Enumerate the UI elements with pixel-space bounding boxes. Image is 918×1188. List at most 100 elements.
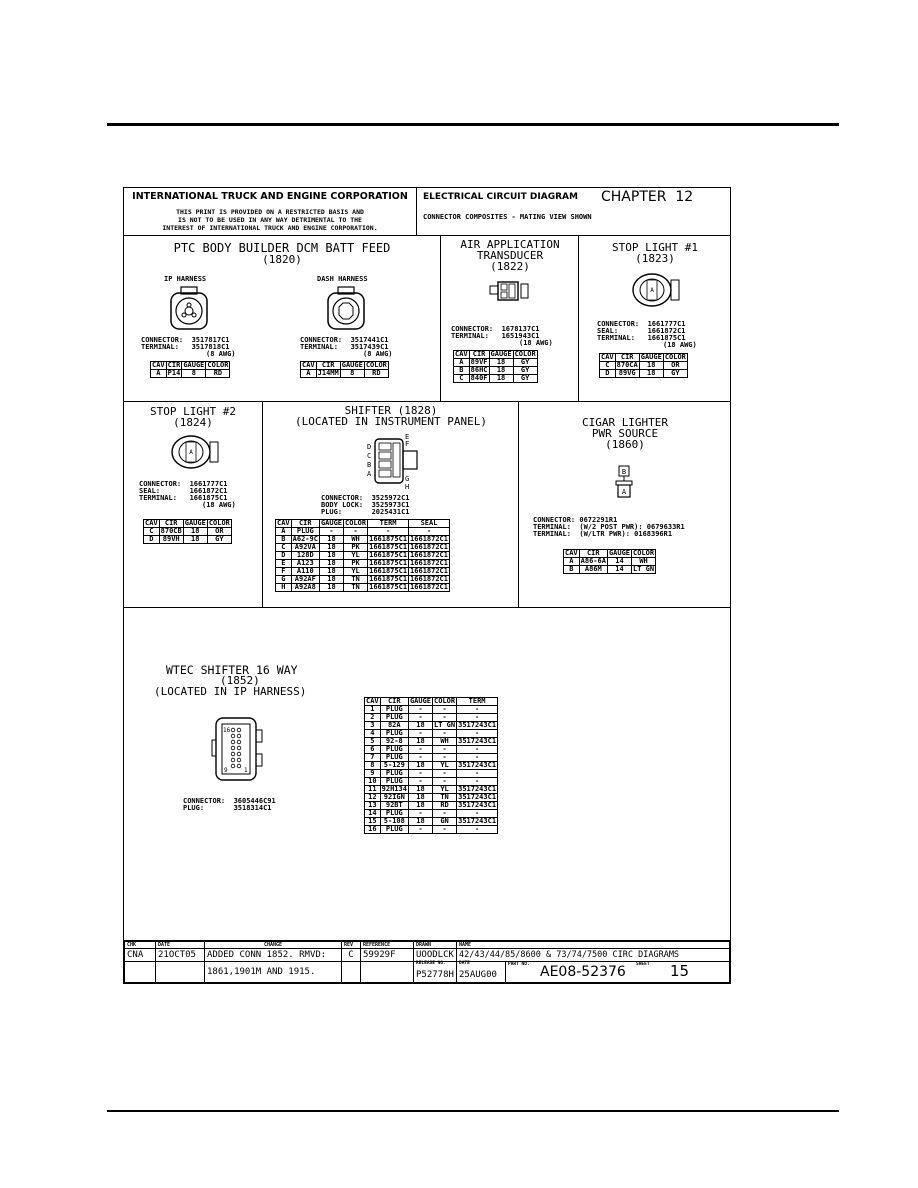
title-block-table: CHK DATE CHANGE REV REFERENCE DRAWN NAME… (124, 941, 730, 983)
shifter-title: SHIFTER (1828) (344, 404, 438, 417)
table-cell: 1661872C1 (408, 583, 450, 592)
dash-connector-line: CONNECTOR: 3517441C1 (300, 336, 389, 344)
dash-gauge-note: (8 AWG) (363, 350, 393, 358)
rev-value: C (341, 948, 361, 962)
table-cell: C (453, 374, 470, 383)
table-cell: 8 (181, 369, 207, 378)
wtec-plug-line: PLUG: 3518314C1 (183, 804, 272, 812)
shifter-panel: SHIFTER (1828) (LOCATED IN INSTRUMENT PA… (262, 402, 518, 608)
shifter-connector-icon: D C B A E F G H (367, 433, 418, 491)
part-no-header: PART NO. (508, 962, 530, 967)
table-cell: GY (206, 535, 232, 544)
release-date-header: DATE (459, 961, 470, 966)
change-line-2: 1861,1901M AND 1915. (204, 961, 342, 983)
cigar-terminal-line-1: TERMINAL: (W/2 POST PWR): 0679633R1 (533, 523, 685, 531)
drawing-sheet: INTERNATIONAL TRUCK AND ENGINE CORPORATI… (123, 187, 731, 984)
sheet-header: SHEET (636, 962, 650, 967)
shifter-body-lock-line: BODY LOCK: 3525973C1 (321, 501, 410, 509)
stop1-number: (1823) (635, 252, 675, 265)
table-cell: - (432, 825, 458, 834)
table-cell: 18 (182, 535, 208, 544)
wtec-subtitle: (LOCATED IN IP HARNESS) (154, 685, 307, 698)
drawn-value: UOODLCK (413, 948, 457, 962)
top-rule (107, 123, 839, 126)
table-cell: RD (205, 369, 231, 378)
table-cell: TN (343, 583, 369, 592)
air-transducer-panel: AIR APPLICATION TRANSDUCER (1822) CONNEC… (440, 236, 578, 402)
table-cell: - (456, 825, 499, 834)
shifter-subtitle: (LOCATED IN INSTRUMENT PANEL) (294, 415, 488, 428)
table-cell: H (275, 583, 292, 592)
air-title-2: TRANSDUCER (476, 249, 544, 262)
header-subtitle: CONNECTOR COMPOSITES - MATING VIEW SHOWN (423, 213, 592, 221)
stop2-gauge-note: (18 AWG) (202, 501, 236, 509)
cigar-title-1: CIGAR LIGHTER (581, 416, 669, 429)
date-value: 21OCT05 (155, 948, 205, 962)
stop1-connector-icon: A (632, 273, 680, 307)
table-cell: 16 (364, 825, 381, 834)
stop1-seal-line: SEAL: 1661872C1 (597, 327, 686, 335)
air-title-1: AIR APPLICATION (460, 238, 560, 251)
wtec-number: (1852) (220, 674, 260, 687)
wtec-pin-16: 16 (223, 727, 231, 734)
table-cell: 840F (468, 374, 490, 383)
drawn-header: DRAWN (413, 941, 457, 949)
pin-label-h: H (405, 483, 409, 491)
wtec-pin-1: 1 (244, 767, 248, 774)
cigar-pin-a: A (622, 488, 627, 496)
sheet-value: 15 (670, 962, 690, 980)
ref-header: REFERENCE (360, 941, 414, 949)
table-cell: 89VH (158, 535, 184, 544)
table-cell: A92A8 (290, 583, 320, 592)
table-cell: - (407, 825, 434, 834)
table-cell: B (563, 565, 580, 574)
change-header: CHANGE (204, 941, 342, 949)
release-value: P52778H (416, 970, 454, 980)
diagram-type: ELECTRICAL CIRCUIT DIAGRAM (423, 192, 578, 202)
ptc-number: (1820) (262, 253, 302, 266)
stop2-terminal-line: TERMINAL: 1661875C1 (139, 494, 228, 502)
cigar-number: (1860) (605, 438, 645, 451)
title-block: CHK DATE CHANGE REV REFERENCE DRAWN NAME… (124, 940, 730, 983)
wtec-pin-9: 9 (224, 767, 228, 774)
chapter-label: CHAPTER 12 (601, 189, 694, 205)
cigar-pin-b: B (622, 468, 626, 476)
date-header: DATE (155, 941, 205, 949)
wtec-title: WTEC SHIFTER 16 WAY (166, 663, 298, 677)
rev-header: REV (341, 941, 361, 949)
stop2-number: (1824) (173, 416, 213, 429)
cigar-title-2: PWR SOURCE (591, 427, 659, 440)
release-date-value: 25AUG00 (459, 970, 497, 980)
ip-gauge-note: (8 AWG) (206, 350, 236, 358)
stop2-connector-line: CONNECTOR: 1661777C1 (139, 480, 228, 488)
drawing-name: 42/43/44/85/8600 & 73/74/7500 CIRC DIAGR… (456, 948, 730, 962)
air-gauge-note: (18 AWG) (519, 339, 553, 347)
chk-header: CHK (124, 941, 156, 949)
table-cell: J14MM (315, 369, 341, 378)
pin-label-a: A (367, 470, 372, 478)
cigar-lighter-panel: CIGAR LIGHTER PWR SOURCE (1860) B A CONN… (518, 402, 730, 608)
pin-label-f: F (405, 440, 409, 448)
air-connector-line: CONNECTOR: 1678137C1 (451, 325, 540, 333)
cigar-connector-line: CONNECTOR: 0672291R1 (533, 516, 618, 524)
air-terminal-line: TERMINAL: 1651943C1 (451, 332, 540, 340)
